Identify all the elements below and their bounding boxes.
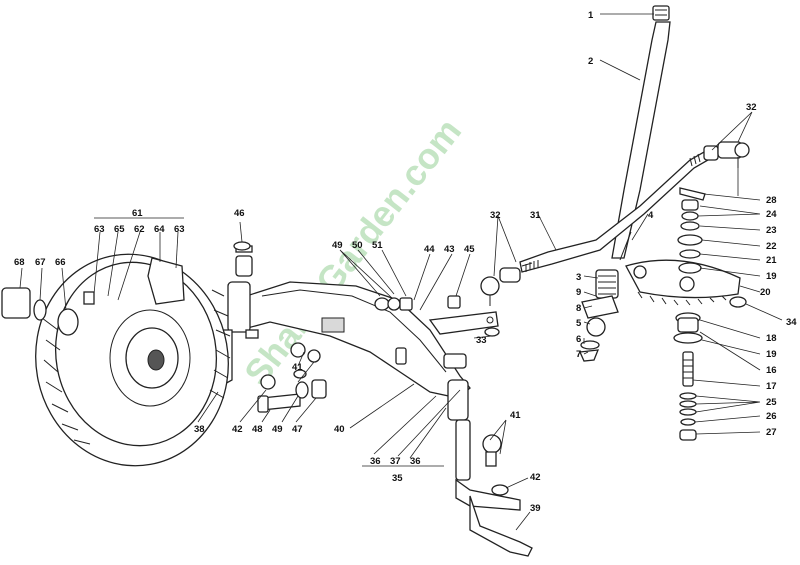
callout-43: 43 bbox=[444, 244, 455, 255]
steering-column bbox=[611, 5, 671, 259]
callout-37: 37 bbox=[390, 456, 401, 467]
callout-9: 9 bbox=[576, 287, 581, 298]
callout-34: 34 bbox=[786, 317, 797, 328]
callout-4: 4 bbox=[648, 210, 654, 221]
leader-lines bbox=[19, 13, 783, 531]
callout-48: 48 bbox=[252, 424, 263, 435]
callout-21: 21 bbox=[766, 255, 777, 266]
callout-40: 40 bbox=[334, 424, 345, 435]
callout-62: 62 bbox=[134, 224, 145, 235]
callout-28: 28 bbox=[766, 195, 777, 206]
pinion-assembly bbox=[579, 231, 632, 362]
callout-24: 24 bbox=[766, 209, 777, 220]
callout-22: 22 bbox=[766, 241, 777, 252]
callout-66: 66 bbox=[55, 257, 66, 268]
callout-3: 3 bbox=[576, 272, 581, 283]
callout-46: 46 bbox=[234, 208, 245, 219]
callout-7: 7 bbox=[576, 349, 581, 360]
callout-44: 44 bbox=[424, 244, 435, 255]
callout-5: 5 bbox=[576, 318, 582, 329]
callout-17: 17 bbox=[766, 381, 777, 392]
callout-18: 18 bbox=[766, 333, 777, 344]
callout-63-right: 63 bbox=[174, 224, 185, 235]
callout-1: 1 bbox=[588, 10, 594, 21]
callout-26: 26 bbox=[766, 411, 777, 422]
callout-38: 38 bbox=[194, 424, 205, 435]
callout-67: 67 bbox=[35, 257, 46, 268]
callout-41-right: 41 bbox=[510, 410, 521, 421]
callout-51: 51 bbox=[372, 240, 383, 251]
callout-61: 61 bbox=[132, 208, 143, 219]
callout-65: 65 bbox=[114, 224, 125, 235]
callout-49-upper: 49 bbox=[332, 240, 343, 251]
callout-42-right: 42 bbox=[530, 472, 541, 483]
callout-33: 33 bbox=[476, 335, 487, 346]
callout-39: 39 bbox=[530, 503, 541, 514]
callout-36-right: 36 bbox=[410, 456, 421, 467]
callout-23: 23 bbox=[766, 225, 777, 236]
callout-19-upper: 19 bbox=[766, 271, 777, 282]
callout-labels: 1 2 32 28 24 23 22 21 19 20 34 18 19 16 … bbox=[14, 10, 797, 514]
front-axle bbox=[233, 281, 499, 399]
callout-45: 45 bbox=[464, 244, 475, 255]
callout-32-right: 32 bbox=[746, 102, 757, 113]
callout-19-lower: 19 bbox=[766, 349, 777, 360]
callout-63-left: 63 bbox=[94, 224, 105, 235]
right-hardware-stack bbox=[673, 187, 747, 441]
callout-50: 50 bbox=[352, 240, 363, 251]
right-kingpin bbox=[447, 379, 533, 557]
bolt-set bbox=[257, 369, 327, 413]
callout-42-left: 42 bbox=[232, 424, 243, 435]
front-wheel bbox=[1, 253, 231, 467]
callout-47: 47 bbox=[292, 424, 303, 435]
callout-32-left: 32 bbox=[490, 210, 501, 221]
callout-2: 2 bbox=[588, 56, 593, 67]
callout-49-lower: 49 bbox=[272, 424, 283, 435]
callout-16: 16 bbox=[766, 365, 777, 376]
ball-joint-right bbox=[703, 141, 750, 168]
callout-6: 6 bbox=[576, 334, 581, 345]
callout-41-left: 41 bbox=[292, 362, 303, 373]
callout-8: 8 bbox=[576, 303, 581, 314]
callout-20: 20 bbox=[760, 287, 771, 298]
callout-27: 27 bbox=[766, 427, 777, 438]
ball-joint-left bbox=[480, 267, 521, 306]
callout-68: 68 bbox=[14, 257, 25, 268]
callout-31: 31 bbox=[530, 210, 541, 221]
tie-rod bbox=[480, 141, 750, 306]
callout-25: 25 bbox=[766, 397, 777, 408]
callout-35: 35 bbox=[392, 473, 403, 484]
callout-64: 64 bbox=[154, 224, 165, 235]
callout-36-left: 36 bbox=[370, 456, 381, 467]
